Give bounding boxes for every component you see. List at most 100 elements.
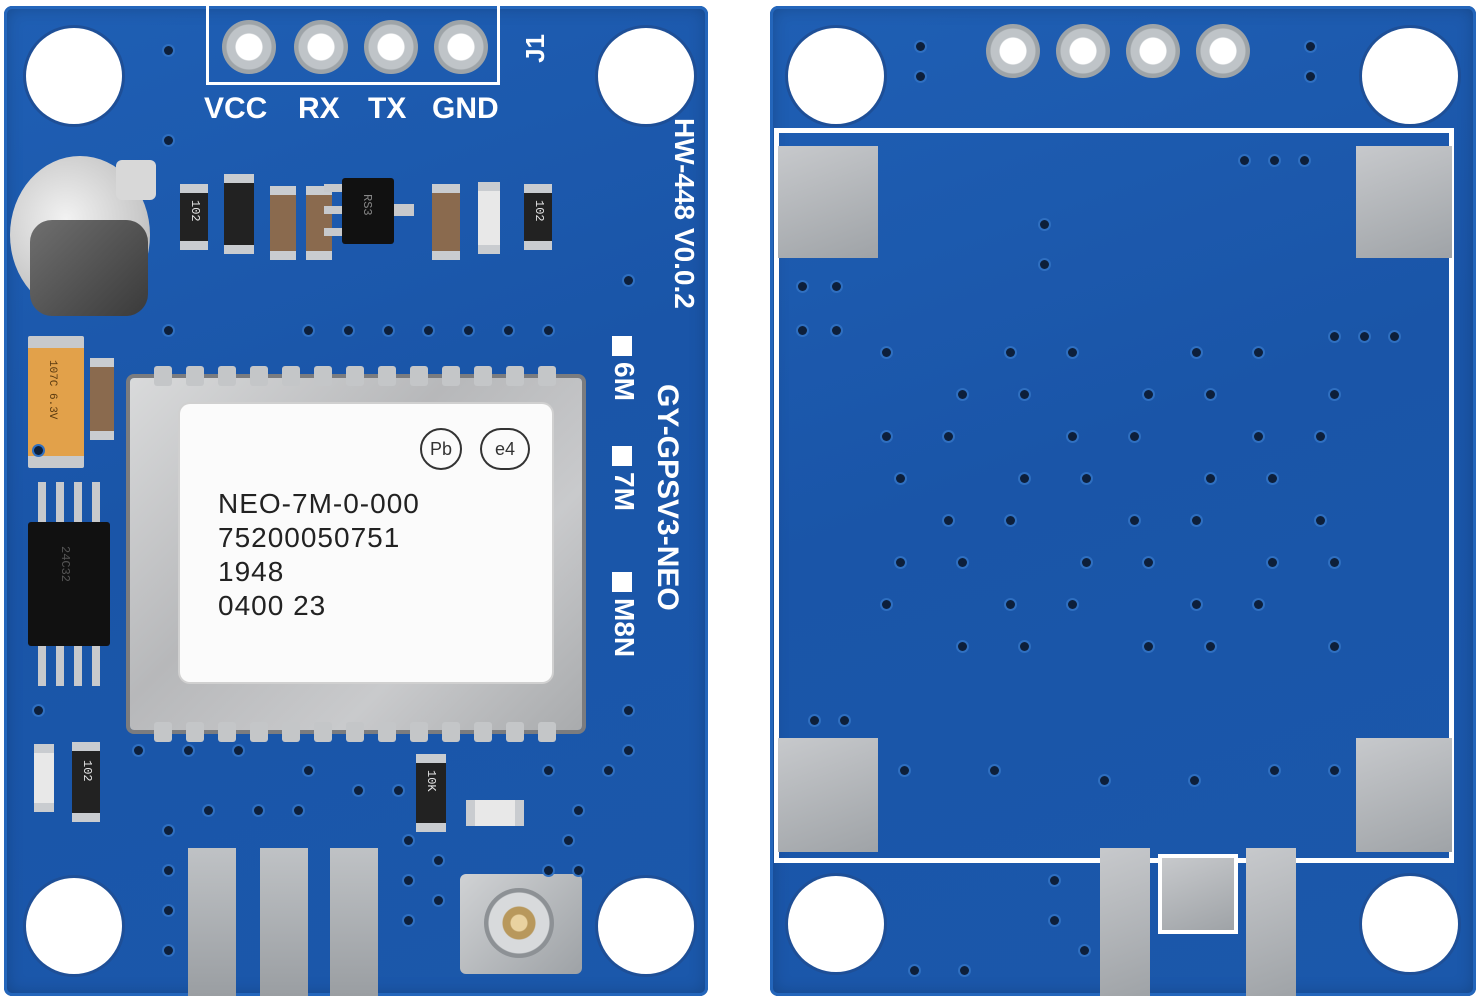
eeprom-chip: 24C32 (28, 522, 110, 646)
back-mounting-hole-bottom-right (1362, 876, 1458, 972)
eeprom-leg-t1 (38, 482, 46, 522)
via (624, 706, 633, 715)
backup-battery (10, 156, 158, 318)
header-pin-vcc (222, 20, 276, 74)
via (1068, 432, 1077, 441)
via (1316, 432, 1325, 441)
back-pad-antenna-1 (1100, 848, 1150, 996)
antenna-connector (460, 874, 582, 974)
mounting-hole-bottom-left (26, 878, 122, 974)
via (1068, 600, 1077, 609)
via (1190, 776, 1199, 785)
variant-m8n-box (612, 572, 632, 592)
mounting-hole-top-left (26, 28, 122, 124)
module-castellation (314, 366, 332, 386)
mounting-hole-top-right (598, 28, 694, 124)
test-pad-3 (330, 848, 378, 996)
header-pin-rx (294, 20, 348, 74)
via (164, 826, 173, 835)
module-date-code: 1948 (218, 556, 285, 587)
eeprom-code: 24C32 (58, 546, 72, 583)
via (1144, 390, 1153, 399)
regulator-ic-code: RS3 (360, 194, 374, 216)
back-pad-antenna-2 (1162, 858, 1234, 930)
via (1050, 876, 1059, 885)
via (958, 390, 967, 399)
header-pin-tx (364, 20, 418, 74)
via (624, 746, 633, 755)
led-status (34, 744, 54, 812)
via (896, 558, 905, 567)
via (1206, 390, 1215, 399)
module-castellation (538, 722, 556, 742)
via (544, 866, 553, 875)
via (1080, 946, 1089, 955)
module-castellation (410, 722, 428, 742)
module-castellation (218, 366, 236, 386)
resistor-r4-code: 10K (424, 770, 438, 792)
variant-6m-box (612, 336, 632, 356)
regulator-leg-2 (324, 206, 342, 214)
via (1254, 600, 1263, 609)
via (1020, 390, 1029, 399)
via (1082, 558, 1091, 567)
via (624, 276, 633, 285)
via (1254, 432, 1263, 441)
via (958, 558, 967, 567)
via (544, 326, 553, 335)
module-castellation (346, 366, 364, 386)
module-label-sticker: Pb e4 NEO-7M-0-000 75200050751 1948 0400… (180, 404, 552, 682)
e4-mark: e4 (480, 428, 530, 470)
via (164, 136, 173, 145)
variant-6m-label: 6M (609, 362, 640, 401)
via (1300, 156, 1309, 165)
module-castellation (442, 722, 460, 742)
via (34, 446, 43, 455)
back-outline-left (774, 128, 779, 863)
module-castellation (506, 722, 524, 742)
via (574, 806, 583, 815)
pin-label-tx: TX (368, 92, 407, 125)
via (960, 966, 969, 975)
via (1330, 332, 1339, 341)
via (544, 766, 553, 775)
test-pad-2 (260, 848, 308, 996)
back-pad-antenna-3 (1246, 848, 1296, 996)
gps-module-back (770, 6, 1476, 996)
via (354, 786, 363, 795)
via (384, 326, 393, 335)
back-mounting-hole-top-left (788, 28, 884, 124)
module-castellation (506, 366, 524, 386)
via (344, 326, 353, 335)
resistor-r3-code: 102 (80, 760, 94, 782)
via (1144, 558, 1153, 567)
back-pad-bottom-right (1356, 738, 1452, 852)
via (394, 786, 403, 795)
via (404, 876, 413, 885)
module-castellation (474, 366, 492, 386)
via (434, 896, 443, 905)
via (1130, 516, 1139, 525)
diode-d1 (224, 174, 254, 254)
via (1206, 642, 1215, 651)
via (798, 282, 807, 291)
module-lot-code: 0400 23 (218, 590, 327, 621)
via (424, 326, 433, 335)
back-outline-right (1449, 128, 1454, 863)
resistor-r4 (416, 754, 446, 832)
via (464, 326, 473, 335)
via (184, 746, 193, 755)
eeprom-leg-b4 (92, 646, 100, 686)
via (1330, 558, 1339, 567)
via (1270, 766, 1279, 775)
module-castellation (282, 366, 300, 386)
via (204, 806, 213, 815)
tantalum-capacitor: 107C 6.3V (28, 336, 84, 468)
eeprom-leg-b2 (56, 646, 64, 686)
back-mounting-hole-top-right (1362, 28, 1458, 124)
variant-7m-label: 7M (609, 472, 640, 511)
regulator-leg-4 (394, 204, 414, 216)
via (134, 746, 143, 755)
eeprom-leg-t3 (74, 482, 82, 522)
via (1192, 348, 1201, 357)
